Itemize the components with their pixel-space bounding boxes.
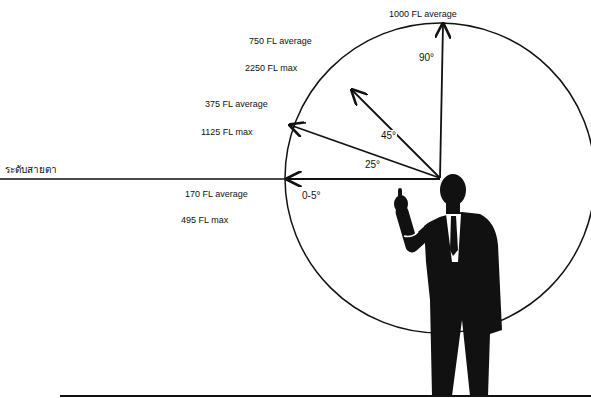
angle-label: 25° <box>364 159 381 170</box>
luminance-label: 1000 FL average <box>388 10 458 20</box>
ray-0 <box>287 178 440 180</box>
angle-label: 90° <box>418 52 435 63</box>
luminance-label: 2250 FL max <box>244 64 298 74</box>
ray-45 <box>352 90 440 178</box>
luminance-label: 1125 FL max <box>200 128 254 138</box>
luminance-label: 375 FL average <box>204 100 269 110</box>
angle-label: 0-5° <box>301 190 321 201</box>
eye-level-line <box>0 178 287 180</box>
ray-90 <box>440 24 443 178</box>
luminance-label: 170 FL average <box>184 190 249 200</box>
eye-level-label: ระดับสายตา <box>4 164 58 175</box>
ray-25 <box>290 125 440 178</box>
luminance-label: 495 FL max <box>180 216 229 226</box>
luminance-label: 750 FL average <box>248 37 313 47</box>
angle-label: 45° <box>380 130 397 141</box>
man-silhouette <box>394 174 502 396</box>
floor-line <box>60 395 591 397</box>
